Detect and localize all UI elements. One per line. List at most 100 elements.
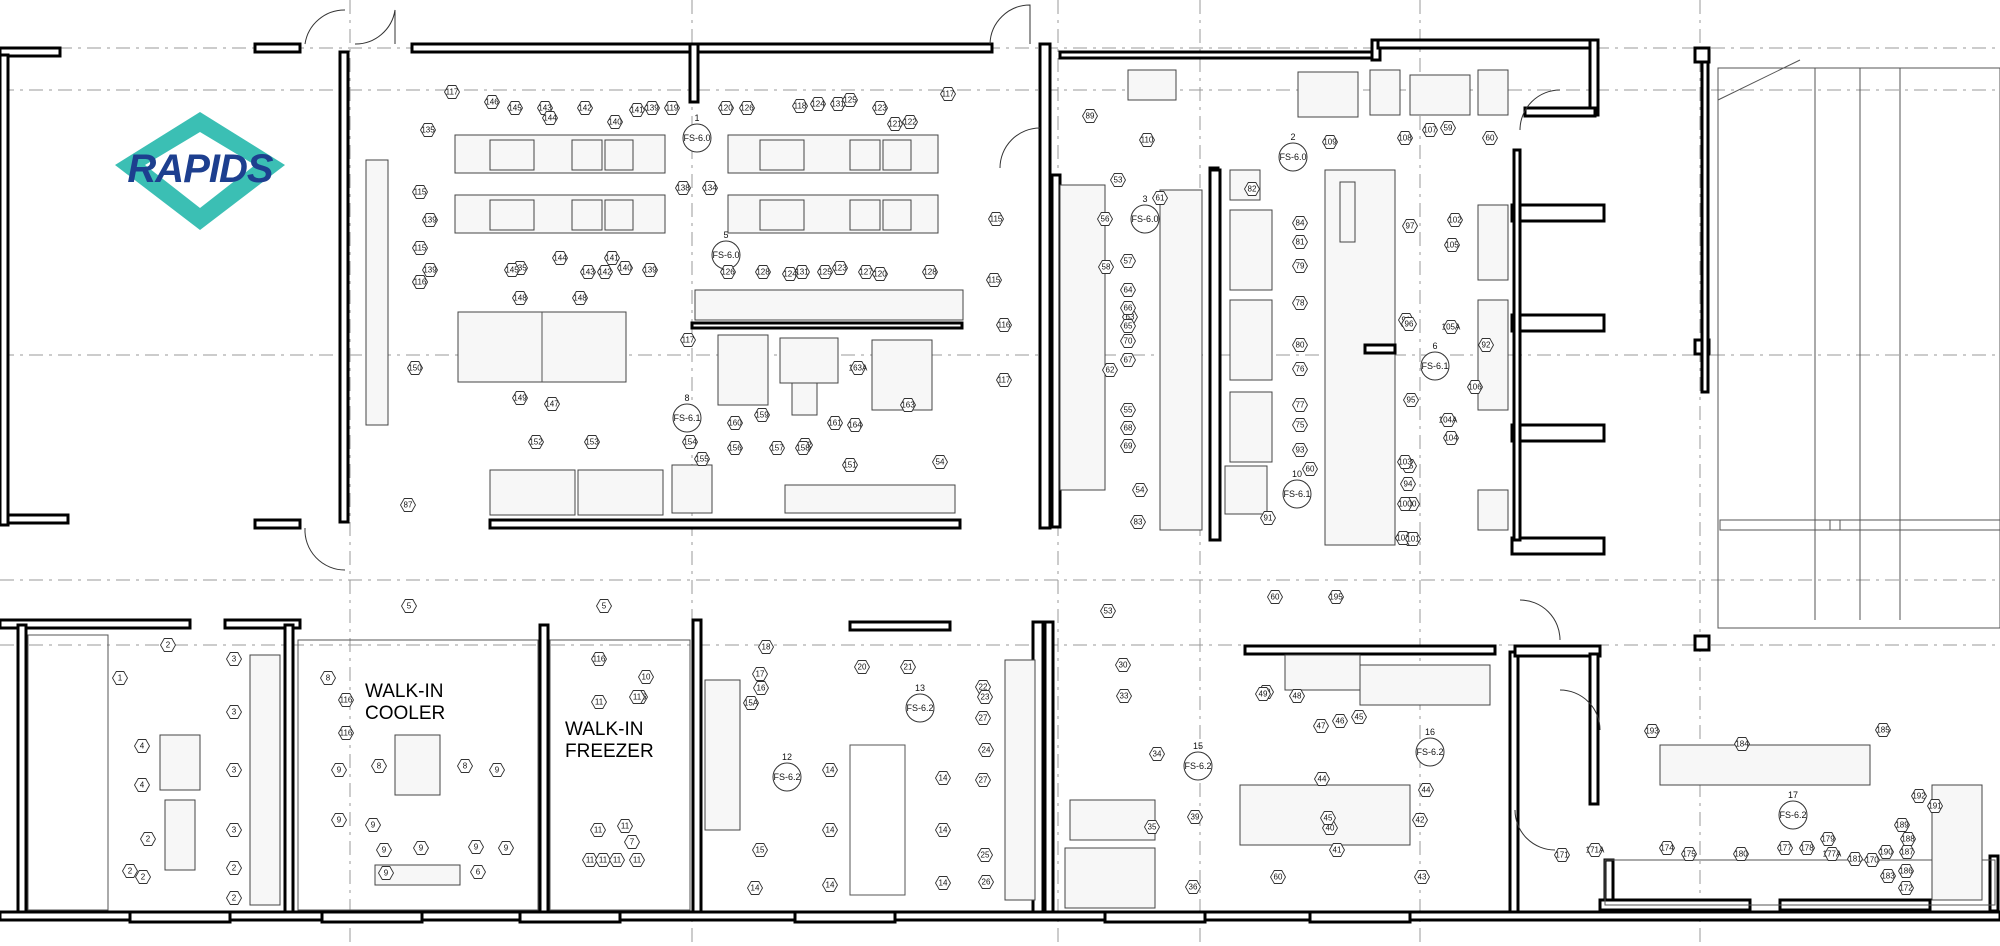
equipment-tag: 75 bbox=[1291, 418, 1309, 432]
equipment-tag-label: 15A bbox=[744, 699, 759, 708]
equipment-tag: 39 bbox=[1186, 810, 1204, 824]
equipment-tag-label: 41 bbox=[1333, 846, 1342, 855]
equipment-tag-label: 195 bbox=[1329, 593, 1343, 602]
equipment-tag-label: 170 bbox=[1865, 856, 1879, 865]
equipment-tag: 93 bbox=[1291, 443, 1309, 457]
equipment-tag: 15A bbox=[742, 696, 760, 710]
equipment-tag-label: 115 bbox=[414, 244, 427, 253]
equipment-tag: 95 bbox=[1402, 393, 1420, 407]
section-marker-label: FS-6.0 bbox=[712, 250, 739, 260]
equipment-tag-label: 135 bbox=[421, 126, 435, 135]
equipment-tag: 183 bbox=[1879, 869, 1897, 883]
equipment-tag: 156 bbox=[726, 441, 744, 455]
equipment-tag: 6 bbox=[469, 865, 487, 879]
equipment-tag: 104A bbox=[1439, 413, 1458, 427]
equipment-tag: 118 bbox=[791, 99, 809, 113]
equipment-tag-label: 53 bbox=[1104, 607, 1113, 616]
equipment-tag-label: 14 bbox=[939, 826, 948, 835]
equipment-tag: 1 bbox=[111, 671, 129, 685]
section-marker-number: 1 bbox=[694, 113, 699, 123]
section-marker-label: FS-6.2 bbox=[906, 703, 933, 713]
equipment-tag-label: 11 bbox=[613, 856, 622, 865]
equipment-tag: 124 bbox=[809, 97, 827, 111]
equipment-tag: 128 bbox=[921, 265, 939, 279]
equipment-tag-label: 89 bbox=[1086, 112, 1095, 121]
equipment-tag: 3 bbox=[225, 705, 243, 719]
section-marker-label: FS-6.1 bbox=[673, 413, 700, 423]
equipment-tag-label: 44 bbox=[1422, 786, 1431, 795]
equipment-tag-label: 109 bbox=[1323, 138, 1337, 147]
equipment-tag-label: 93 bbox=[1296, 446, 1305, 455]
equipment-tag: 58 bbox=[1097, 260, 1115, 274]
section-marker-number: 15 bbox=[1193, 741, 1203, 751]
equipment-tag-label: 160 bbox=[728, 419, 742, 428]
equipment-tag-label: 117 bbox=[998, 376, 1011, 385]
equipment-tag: 178 bbox=[1798, 841, 1816, 855]
equipment-tag-label: 36 bbox=[1189, 883, 1198, 892]
equipment-tag: 23 bbox=[976, 690, 994, 704]
equipment-tag-label: 102 bbox=[1448, 216, 1462, 225]
section-marker-number: 3 bbox=[1142, 194, 1147, 204]
equipment-tag: 180 bbox=[1732, 847, 1750, 861]
equipment-tag: 2 bbox=[225, 891, 243, 905]
equipment-tag-label: 128 bbox=[923, 268, 937, 277]
equipment-tag: 106 bbox=[1466, 380, 1484, 394]
equipment-tag-label: 164 bbox=[848, 421, 862, 430]
equipment-tag: 11 bbox=[616, 819, 634, 833]
equipment-tag-label: 4 bbox=[140, 781, 145, 790]
equipment-tag: 53 bbox=[1099, 604, 1117, 618]
equipment-tag: 60 bbox=[1301, 462, 1319, 476]
equipment-tag: 60 bbox=[1269, 870, 1287, 884]
equipment-tag: 103 bbox=[1396, 455, 1414, 469]
equipment-tag: 160 bbox=[726, 416, 744, 430]
cook-line-left bbox=[365, 134, 964, 516]
equipment-tag-label: 116 bbox=[998, 321, 1011, 330]
equipment-tag-label: 139 bbox=[423, 216, 437, 225]
equipment-tag: 134 bbox=[701, 181, 719, 195]
equipment-tag-label: 123 bbox=[873, 104, 887, 113]
equipment-tag-label: 80 bbox=[1296, 341, 1305, 350]
equipment-tag-label: 27 bbox=[979, 776, 988, 785]
equipment-tag-label: 45 bbox=[1355, 713, 1364, 722]
equipment-tag-label: 107 bbox=[1423, 126, 1437, 135]
equipment-tag-label: 193 bbox=[1645, 727, 1659, 736]
equipment-tag-label: 84 bbox=[1296, 219, 1305, 228]
equipment-tag-label: 14 bbox=[826, 766, 835, 775]
equipment-tag-label: 14 bbox=[826, 826, 835, 835]
section-marker-label: FS-6.0 bbox=[1279, 152, 1306, 162]
equipment-tag: 3 bbox=[225, 823, 243, 837]
section-marker-label: FS-6.0 bbox=[1131, 214, 1158, 224]
equipment-tag: 61 bbox=[1151, 191, 1169, 205]
equipment-tag: 66 bbox=[1119, 301, 1137, 315]
equipment-tag: 120 bbox=[871, 267, 889, 281]
equipment-tag: 181 bbox=[1846, 852, 1864, 866]
equipment-tag-label: 44 bbox=[1318, 775, 1327, 784]
equipment-tag-label: 5 bbox=[602, 602, 607, 611]
equipment-tag-label: 54 bbox=[1136, 486, 1145, 495]
section-marker: FS-6.110 bbox=[1282, 469, 1312, 509]
equipment-tag-label: 116 bbox=[593, 655, 606, 664]
equipment-tag-label: 126 bbox=[740, 104, 754, 113]
equipment-tag: 9 bbox=[330, 813, 348, 827]
equipment-tag-label: 77 bbox=[1296, 401, 1305, 410]
section-marker-label: FS-6.2 bbox=[773, 772, 800, 782]
equipment-tag-label: 42 bbox=[1416, 816, 1425, 825]
equipment-tag-label: 17 bbox=[756, 670, 765, 679]
equipment-tag-label: 11 bbox=[595, 698, 604, 707]
equipment-tag-label: 184 bbox=[1735, 740, 1749, 749]
equipment-tag-label: 83 bbox=[1134, 518, 1143, 527]
equipment-tag: 189 bbox=[1893, 818, 1911, 832]
equipment-tag-label: 126 bbox=[721, 268, 735, 277]
equipment-tag-label: 25 bbox=[981, 851, 990, 860]
equipment-tag: 127 bbox=[857, 265, 875, 279]
equipment-tag: 11 bbox=[590, 695, 608, 709]
equipment-tag-label: 117 bbox=[446, 88, 459, 97]
equipment-tag-label: 8 bbox=[377, 762, 382, 771]
equipment-tag-label: 117 bbox=[682, 336, 695, 345]
equipment-tag-label: 102 bbox=[1396, 534, 1410, 543]
equipment-tag: 116 bbox=[337, 726, 355, 740]
equipment-tag-label: 54 bbox=[936, 458, 945, 467]
equipment-tag-label: 139 bbox=[643, 266, 657, 275]
equipment-tag-label: 154 bbox=[683, 438, 697, 447]
